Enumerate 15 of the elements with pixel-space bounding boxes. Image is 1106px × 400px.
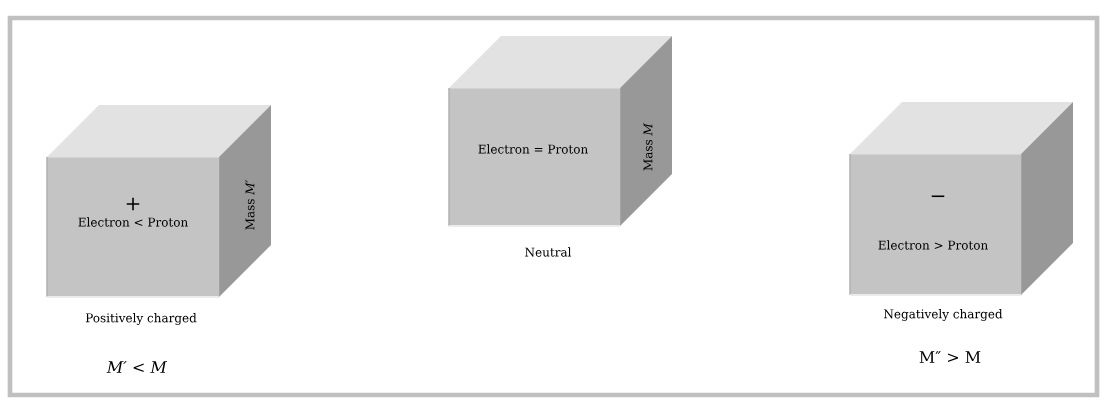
cube — [448, 36, 672, 227]
node-label: Positively charged — [85, 313, 197, 325]
cube — [849, 102, 1073, 296]
cube-label: Mass M′ — [245, 179, 255, 230]
node-label: Neutral — [525, 247, 572, 257]
cube-label: Electron < Proton — [78, 217, 188, 227]
cube-label: Electron = Proton — [478, 144, 588, 154]
cube-label: − — [931, 195, 945, 198]
cube — [46, 105, 271, 298]
node-label: M″ > M — [919, 351, 981, 363]
cube-label: + — [126, 197, 140, 211]
node-label: Negatively charged — [884, 309, 1003, 321]
cube-label: Mass M — [643, 122, 653, 171]
node-label: M′ < M — [106, 361, 168, 373]
cube-label: Electron > Proton — [878, 240, 988, 250]
